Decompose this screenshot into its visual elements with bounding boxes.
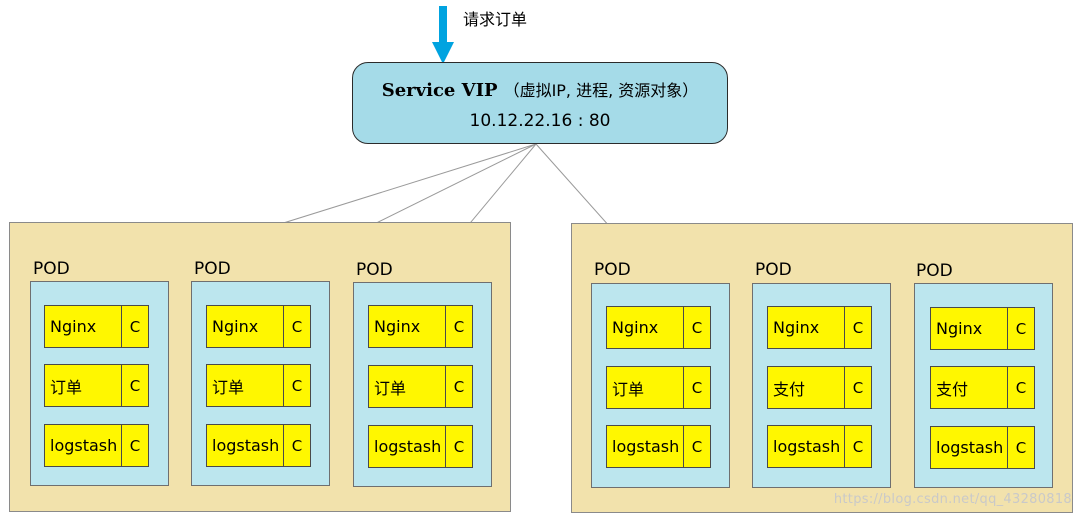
pod-label: POD bbox=[194, 259, 231, 279]
container-flag: C bbox=[852, 318, 864, 337]
container-flag: C bbox=[129, 436, 141, 455]
container-flag: C bbox=[852, 437, 864, 456]
container: Nginx C bbox=[206, 305, 311, 348]
container-flag: C bbox=[453, 377, 465, 396]
container-name: 支付 bbox=[931, 367, 1008, 408]
container: logstash C bbox=[930, 426, 1035, 469]
service-address: 10.12.22.16 : 80 bbox=[469, 111, 611, 131]
container: 订单 C bbox=[606, 366, 711, 409]
container-flag: C bbox=[129, 376, 141, 395]
service-name: Service VIP bbox=[381, 80, 498, 101]
container-name: 订单 bbox=[45, 365, 122, 406]
container-name: logstash bbox=[768, 426, 845, 467]
container: Nginx C bbox=[930, 307, 1035, 350]
container: Nginx C bbox=[767, 306, 872, 349]
pod-label: POD bbox=[33, 259, 70, 279]
container-name: logstash bbox=[207, 425, 284, 466]
request-label: 请求订单 bbox=[463, 10, 528, 29]
container: logstash C bbox=[767, 425, 872, 468]
service-description: （虚拟IP, 进程, 资源对象） bbox=[503, 81, 699, 100]
watermark: https://blog.csdn.net/qq_43280818 bbox=[833, 492, 1072, 507]
pod-label: POD bbox=[755, 260, 792, 280]
container-flag: C bbox=[1015, 438, 1027, 457]
container-name: logstash bbox=[45, 425, 122, 466]
container-flag: C bbox=[291, 317, 303, 336]
container-flag: C bbox=[1015, 378, 1027, 397]
container-flag: C bbox=[291, 376, 303, 395]
container: 支付 C bbox=[767, 366, 872, 409]
container-name: Nginx bbox=[931, 308, 1008, 349]
container: Nginx C bbox=[44, 305, 149, 348]
container-name: Nginx bbox=[207, 306, 284, 347]
container: logstash C bbox=[206, 424, 311, 467]
container-name: Nginx bbox=[768, 307, 845, 348]
container-flag: C bbox=[129, 317, 141, 336]
container: logstash C bbox=[44, 424, 149, 467]
pod-label: POD bbox=[916, 261, 953, 281]
container-flag: C bbox=[453, 437, 465, 456]
pod-label: POD bbox=[594, 260, 631, 280]
container-name: logstash bbox=[369, 426, 446, 467]
container: 订单 C bbox=[206, 364, 311, 407]
container: 支付 C bbox=[930, 366, 1035, 409]
container-name: Nginx bbox=[369, 306, 446, 347]
pod-label: POD bbox=[356, 260, 393, 280]
container-name: Nginx bbox=[45, 306, 122, 347]
container: logstash C bbox=[606, 425, 711, 468]
container: 订单 C bbox=[44, 364, 149, 407]
container-flag: C bbox=[691, 378, 703, 397]
container: Nginx C bbox=[606, 306, 711, 349]
container: Nginx C bbox=[368, 305, 473, 348]
container: logstash C bbox=[368, 425, 473, 468]
container-name: 订单 bbox=[369, 366, 446, 407]
container-flag: C bbox=[291, 436, 303, 455]
container-flag: C bbox=[691, 437, 703, 456]
container: 订单 C bbox=[368, 365, 473, 408]
container-flag: C bbox=[453, 317, 465, 336]
container-name: 支付 bbox=[768, 367, 845, 408]
container-name: 订单 bbox=[207, 365, 284, 406]
container-name: logstash bbox=[931, 427, 1008, 468]
request-arrow-icon bbox=[432, 6, 454, 64]
container-flag: C bbox=[852, 378, 864, 397]
container-flag: C bbox=[1015, 319, 1027, 338]
container-name: 订单 bbox=[607, 367, 684, 408]
container-name: Nginx bbox=[607, 307, 684, 348]
service-vip-box: Service VIP （虚拟IP, 进程, 资源对象） 10.12.22.16 … bbox=[352, 62, 728, 144]
container-flag: C bbox=[691, 318, 703, 337]
container-name: logstash bbox=[607, 426, 684, 467]
